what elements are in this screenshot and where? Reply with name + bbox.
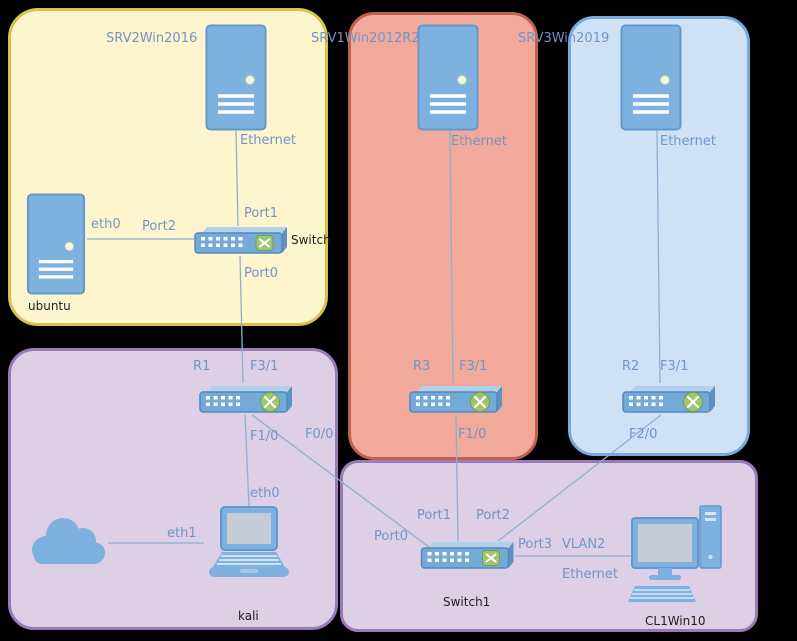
label-srv1-name: SRV1Win2012R2 — [311, 31, 420, 46]
label-switch-port1: Port1 — [244, 206, 279, 221]
label-cl1-vlan2: VLAN2 — [562, 537, 606, 552]
link-r1-kali[interactable] — [244, 414, 250, 507]
label-r1-f3-1: F3/1 — [250, 359, 279, 374]
cloud-icon[interactable] — [24, 510, 110, 570]
link-srv3-r2[interactable] — [656, 130, 661, 384]
server-icon-srv3[interactable] — [620, 24, 682, 131]
label-ubuntu-eth0: eth0 — [91, 217, 121, 232]
label-ubuntu-name: ubuntu — [28, 299, 71, 313]
server-icon-srv2[interactable] — [205, 24, 267, 131]
label-r1-f0-0: F0/0 — [305, 427, 334, 442]
label-srv2-name: SRV2Win2016 — [106, 31, 198, 46]
label-srv3-ethernet: Ethernet — [660, 134, 716, 149]
server-icon-srv1[interactable] — [417, 24, 479, 131]
label-srv2-ethernet: Ethernet — [240, 133, 296, 148]
link-srv1-r3[interactable] — [449, 130, 454, 384]
label-switch1-port2: Port2 — [476, 508, 511, 523]
switch-icon-switch1[interactable] — [419, 541, 515, 571]
router-icon-r3[interactable] — [409, 383, 502, 415]
router-icon-r2[interactable] — [622, 383, 715, 415]
label-cl1-name: CL1Win10 — [645, 614, 706, 628]
label-r1-name: R1 — [193, 359, 211, 374]
label-r2-name: R2 — [622, 359, 640, 374]
link-r2-switch1[interactable] — [497, 414, 662, 542]
label-srv3-name: SRV3Win2019 — [518, 31, 610, 46]
label-cl1-ethernet: Ethernet — [562, 567, 618, 582]
label-kali-eth1: eth1 — [167, 526, 197, 541]
label-switch1-port1: Port1 — [417, 508, 452, 523]
link-r1-switch1[interactable] — [251, 414, 430, 548]
label-kali-name: kali — [238, 609, 259, 623]
label-kali-eth0: eth0 — [250, 486, 280, 501]
switch-icon-switch[interactable] — [194, 226, 287, 256]
router-icon-r1[interactable] — [199, 383, 292, 415]
label-switch1-name: Switch1 — [443, 595, 491, 609]
link-switch-r1[interactable] — [239, 255, 244, 384]
desktop-icon-cl1[interactable] — [627, 505, 723, 605]
label-r2-f2-0: F2/0 — [629, 427, 658, 442]
label-srv1-ethernet: Ethernet — [451, 134, 507, 149]
link-srv2-switch[interactable] — [235, 130, 239, 227]
label-r3-f1-0: F1/0 — [458, 427, 487, 442]
label-r2-f3-1: F3/1 — [660, 359, 689, 374]
label-r1-f1-0: F1/0 — [250, 429, 279, 444]
label-r3-f3-1: F3/1 — [459, 359, 488, 374]
server-icon-ubuntu[interactable] — [25, 193, 87, 295]
label-switch1-port3: Port3 — [518, 537, 553, 552]
laptop-icon-kali[interactable] — [202, 506, 296, 588]
label-switch-name: Switch — [291, 233, 331, 247]
label-switch1-port0: Port0 — [374, 529, 409, 544]
label-r3-name: R3 — [413, 359, 431, 374]
label-switch-port0: Port0 — [244, 266, 279, 281]
link-r3-switch1[interactable] — [455, 414, 459, 542]
label-switch-port2: Port2 — [142, 219, 177, 234]
